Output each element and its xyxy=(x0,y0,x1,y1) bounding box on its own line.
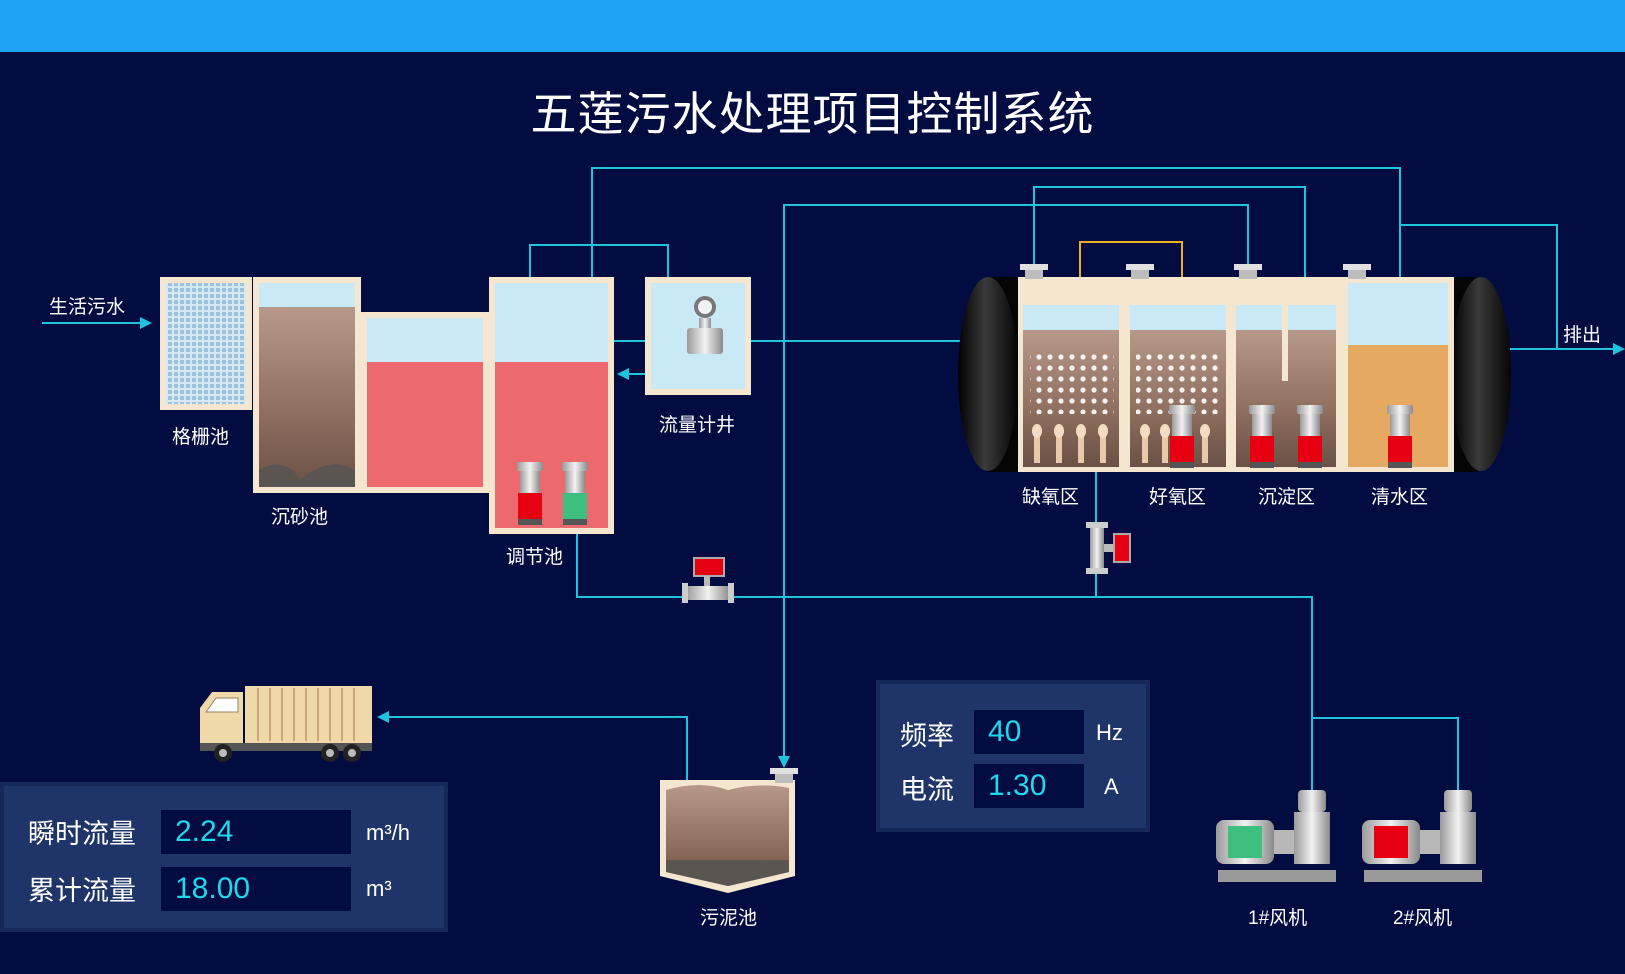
frequency-unit: Hz xyxy=(1096,720,1123,745)
total-flow-value: 18.00 xyxy=(161,867,351,911)
screen-tank xyxy=(160,277,252,410)
total-flow-unit: m³ xyxy=(366,876,392,901)
regulating-pump-1[interactable] xyxy=(517,462,543,525)
total-flow-label: 累计流量 xyxy=(28,876,136,906)
settling-pump-2[interactable] xyxy=(1297,405,1323,468)
air-valve-icon[interactable] xyxy=(1086,522,1131,574)
sludge-tank xyxy=(660,780,795,893)
electric-valve-icon[interactable] xyxy=(682,557,734,603)
blower-2-icon[interactable] xyxy=(1362,790,1482,882)
instant-flow-value: 2.24 xyxy=(161,810,351,854)
label-flowmeter-well: 流量计井 xyxy=(659,415,736,436)
aerobic-pump[interactable] xyxy=(1169,405,1195,468)
regulating-tank xyxy=(489,277,614,534)
label-inlet: 生活污水 xyxy=(49,297,126,318)
top-bar xyxy=(0,0,1625,52)
blower-1-icon[interactable] xyxy=(1216,790,1336,882)
label-settling-zone: 沉淀区 xyxy=(1258,487,1316,508)
grit-tank xyxy=(253,277,361,493)
label-blower-2: 2#风机 xyxy=(1393,908,1453,929)
flowmeter-icon[interactable] xyxy=(687,296,723,354)
label-outlet: 排出 xyxy=(1563,325,1602,346)
label-grit-tank: 沉砂池 xyxy=(271,507,329,528)
label-sludge-tank: 污泥池 xyxy=(700,908,758,929)
flow-panel: 瞬时流量 2.24 m³/h 累计流量 18.00 m³ xyxy=(0,782,448,932)
page-title: 五莲污水处理项目控制系统 xyxy=(530,88,1095,140)
frequency-label: 频率 xyxy=(900,721,954,751)
truck-icon xyxy=(200,686,372,762)
clear-water-pump[interactable] xyxy=(1387,405,1413,468)
instant-flow-label: 瞬时流量 xyxy=(28,819,136,849)
current-label: 电流 xyxy=(900,775,954,805)
label-clear-water-zone: 清水区 xyxy=(1371,487,1429,508)
grit-red-tank xyxy=(361,312,489,493)
instant-flow-unit: m³/h xyxy=(366,820,410,845)
frequency-value: 40 xyxy=(974,710,1084,754)
frequency-panel: 频率 40 Hz 电流 1.30 A xyxy=(876,680,1150,832)
label-anoxic-zone: 缺氧区 xyxy=(1022,487,1080,508)
reactor-drum xyxy=(958,277,1511,472)
current-unit: A xyxy=(1104,774,1119,799)
regulating-pump-2[interactable] xyxy=(562,462,588,525)
label-regulating-tank: 调节池 xyxy=(506,547,564,568)
label-aerobic-zone: 好氧区 xyxy=(1149,487,1207,508)
label-screen-tank: 格栅池 xyxy=(172,427,230,448)
settling-pump-1[interactable] xyxy=(1249,405,1275,468)
label-blower-1: 1#风机 xyxy=(1248,908,1308,929)
current-value: 1.30 xyxy=(974,764,1084,808)
